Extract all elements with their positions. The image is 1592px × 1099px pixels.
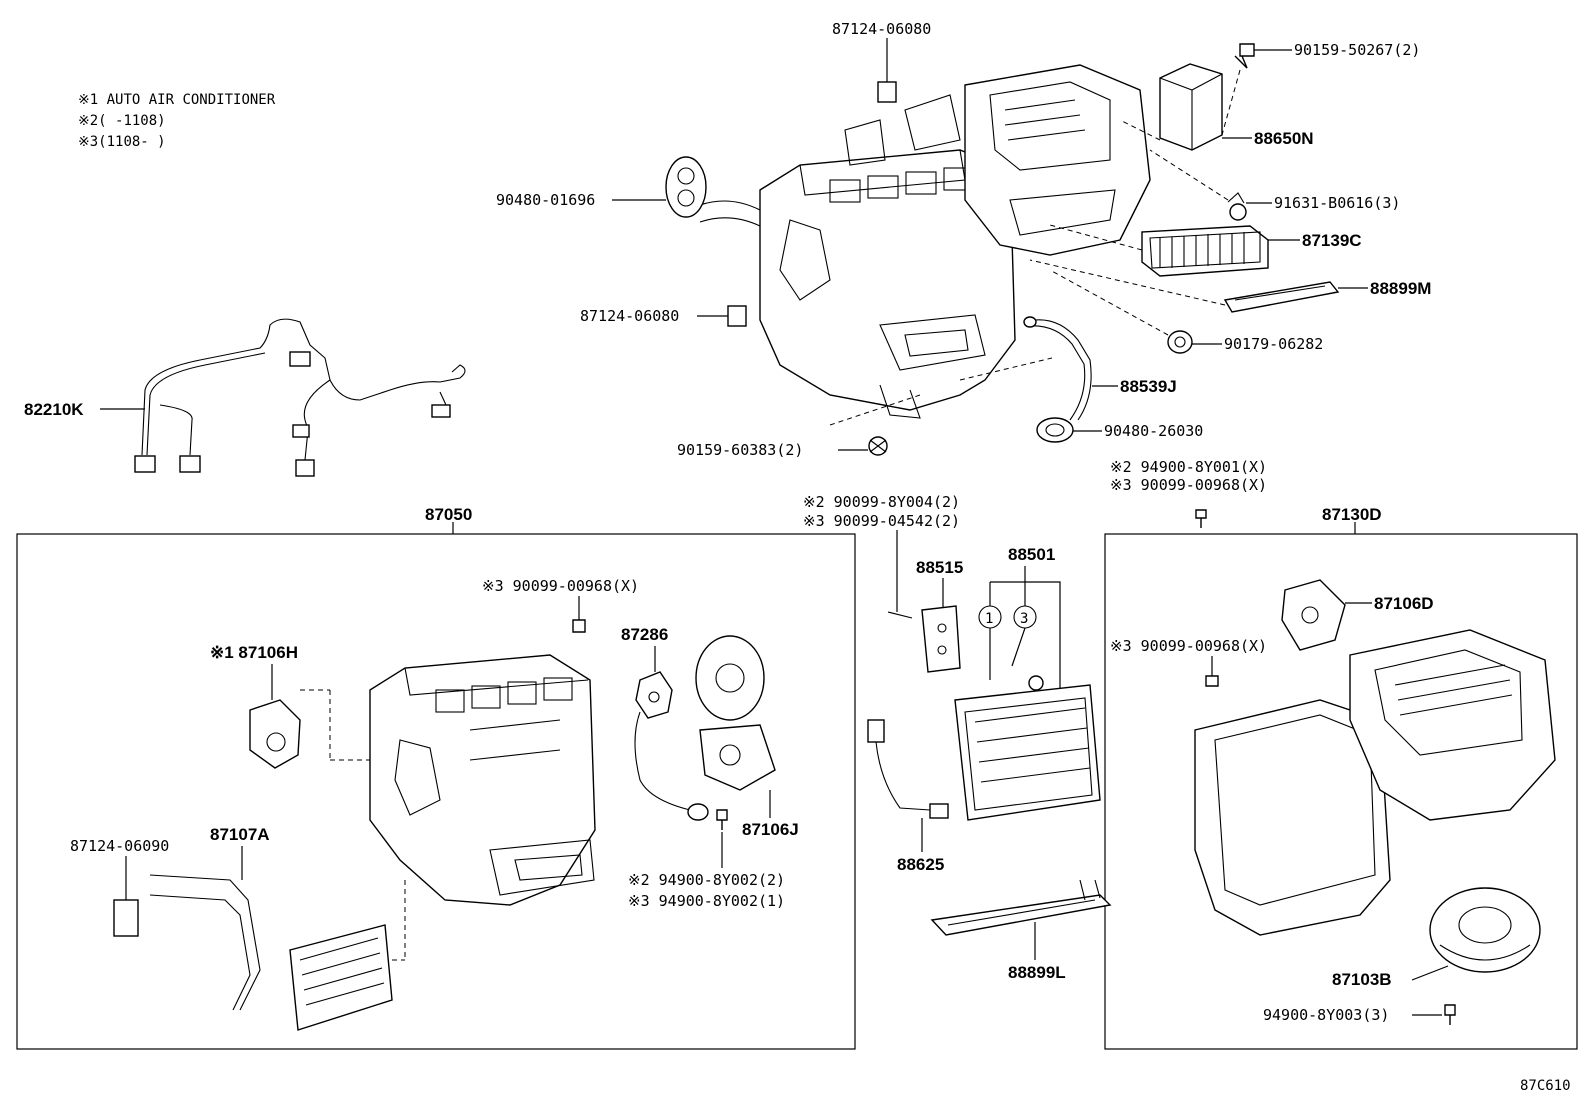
thermistor-88625 bbox=[867, 719, 949, 819]
label-82210K: 82210K bbox=[24, 400, 84, 419]
screw-90159-60383 bbox=[868, 436, 888, 456]
bolt-90099-8Y004 bbox=[887, 611, 913, 619]
blower-motor-87103B bbox=[1429, 887, 1541, 973]
pad-87124-06080-mid bbox=[727, 305, 747, 327]
label-88501: 88501 bbox=[1008, 545, 1055, 564]
screw-91631-B0616 bbox=[1227, 192, 1247, 221]
label-88899M: 88899M bbox=[1370, 279, 1431, 298]
nut-90179-06282 bbox=[1167, 330, 1193, 354]
label-94900-8Y002-2: ※2 94900-8Y002(2) bbox=[628, 871, 785, 889]
servo-87106D bbox=[1281, 579, 1346, 651]
label-90159-60383: 90159-60383(2) bbox=[677, 441, 803, 459]
screw-94900-8Y003 bbox=[1444, 1004, 1456, 1025]
label-87124-06080-mid: 87124-06080 bbox=[580, 307, 679, 325]
label-94900-8Y002-1: ※3 94900-8Y002(1) bbox=[628, 892, 785, 910]
heater-unit-assembly-drawing bbox=[699, 64, 1151, 419]
label-87106H: ※1 87106H bbox=[210, 643, 298, 662]
servo-motor-87106H bbox=[249, 699, 301, 769]
label-87106D: 87106D bbox=[1374, 594, 1434, 613]
servo-87106J bbox=[695, 635, 776, 791]
label-90480-26030: 90480-26030 bbox=[1104, 422, 1203, 440]
label-87139C: 87139C bbox=[1302, 231, 1362, 250]
blower-case-87130D bbox=[1194, 629, 1556, 936]
screw-90099-00968-left bbox=[572, 619, 586, 633]
label-87286: 87286 bbox=[621, 625, 668, 644]
label-90099-00968-top: ※3 90099-00968(X) bbox=[1110, 476, 1267, 494]
label-87124-06090: 87124-06090 bbox=[70, 837, 169, 855]
hose-88539J bbox=[1023, 316, 1092, 421]
pad-87124-06090 bbox=[113, 899, 139, 937]
label-88539J: 88539J bbox=[1120, 377, 1177, 396]
label-87130D: 87130D bbox=[1322, 505, 1382, 524]
note-auto-ac: ※1 AUTO AIR CONDITIONER bbox=[78, 92, 276, 108]
filter-87139C bbox=[1141, 225, 1269, 277]
label-87107A: 87107A bbox=[210, 825, 270, 844]
label-87103B: 87103B bbox=[1332, 970, 1392, 989]
group-box-87130D bbox=[1104, 533, 1578, 1050]
label-87106J: 87106J bbox=[742, 820, 799, 839]
label-88650N: 88650N bbox=[1254, 129, 1314, 148]
note-before-1108: ※2( -1108) bbox=[78, 113, 166, 129]
circled-1-text: 1 bbox=[985, 611, 993, 627]
label-94900-8Y003: 94900-8Y003(3) bbox=[1263, 1006, 1389, 1024]
label-90099-00968-right: ※3 90099-00968(X) bbox=[1110, 637, 1267, 655]
group-box-87050 bbox=[16, 533, 856, 1050]
evaporator-88501 bbox=[954, 675, 1101, 821]
figure-code: 87C610 bbox=[1520, 1078, 1571, 1094]
cover-88899L bbox=[930, 879, 1112, 936]
screw-94900-8Y002 bbox=[716, 809, 728, 830]
note-after-1108: ※3(1108- ) bbox=[78, 134, 166, 150]
label-88515: 88515 bbox=[916, 558, 963, 577]
sensor-87286 bbox=[634, 671, 709, 821]
expansion-valve-88515 bbox=[921, 605, 961, 673]
circled-3-text: 3 bbox=[1020, 611, 1028, 627]
amplifier-88650N bbox=[1159, 63, 1223, 151]
label-90159-50267: 90159-50267(2) bbox=[1294, 41, 1420, 59]
label-90179-06282: 90179-06282 bbox=[1224, 335, 1323, 353]
screw-90159-50267 bbox=[1234, 43, 1255, 69]
screw-90099-00968-right bbox=[1205, 675, 1219, 687]
label-90099-8Y004: ※2 90099-8Y004(2) bbox=[803, 493, 960, 511]
heater-case-87050 bbox=[369, 654, 596, 906]
label-94900-8Y001: ※2 94900-8Y001(X) bbox=[1110, 458, 1267, 476]
label-87050: 87050 bbox=[425, 505, 472, 524]
wire-harness-82210K bbox=[134, 318, 466, 477]
label-90099-04542: ※3 90099-04542(2) bbox=[803, 512, 960, 530]
screw-94900-8Y001 bbox=[1195, 509, 1207, 528]
label-88625: 88625 bbox=[897, 855, 944, 874]
label-91631-B0616: 91631-B0616(3) bbox=[1274, 194, 1400, 212]
label-90480-01696: 90480-01696 bbox=[496, 191, 595, 209]
grommet-90480-26030 bbox=[1036, 417, 1074, 443]
label-87124-06080-top: 87124-06080 bbox=[832, 20, 931, 38]
pad-87124-06080-top bbox=[877, 81, 897, 103]
grommet-90480-01696 bbox=[665, 156, 707, 218]
cover-88899M bbox=[1223, 281, 1340, 313]
label-90099-00968-left: ※3 90099-00968(X) bbox=[482, 577, 639, 595]
heater-core-87107A bbox=[149, 874, 393, 1031]
label-88899L: 88899L bbox=[1008, 963, 1066, 982]
